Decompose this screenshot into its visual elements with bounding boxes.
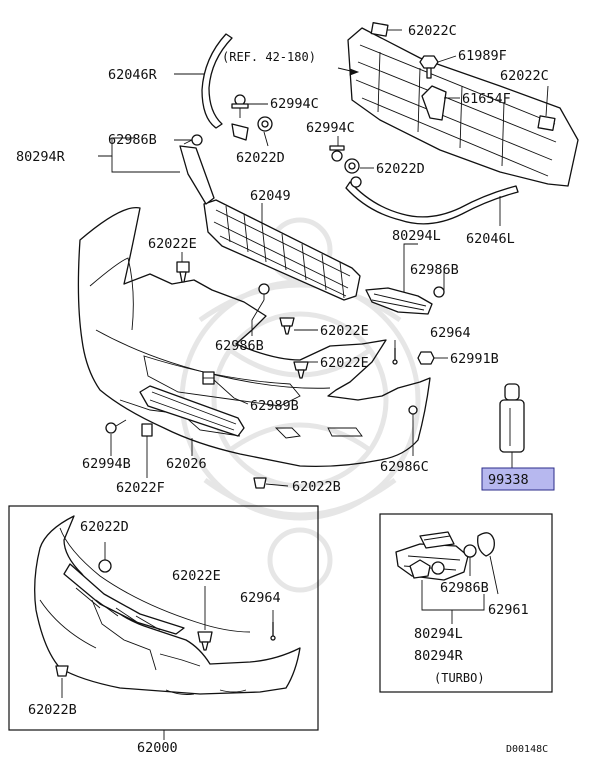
label-62049: 62049 — [250, 188, 291, 204]
screw-62986B-c — [258, 283, 270, 300]
leader-lines — [98, 29, 549, 487]
label-62994B: 62994B — [82, 456, 131, 472]
touch-up-paint-99338 — [499, 383, 525, 453]
trim-strip-62046L — [345, 181, 519, 225]
bracket-62046R — [231, 123, 249, 141]
label-80294R-b: 80294R — [414, 648, 464, 664]
label-62022B-b: 62022B — [28, 702, 77, 718]
label-62022E-d: 62022E — [172, 568, 221, 584]
clip-62022E-c — [293, 361, 309, 379]
label-80294L: 80294L — [392, 228, 441, 244]
label-62022D-b: 62022D — [376, 161, 425, 177]
clip-62022E-a — [176, 261, 190, 283]
label-80294L-b: 80294L — [414, 626, 463, 642]
label-61989F: 61989F — [458, 48, 507, 64]
clip-62022F — [141, 423, 153, 437]
clip-62022E-b — [279, 317, 295, 335]
label-62964-a: 62964 — [430, 325, 471, 341]
label-62022C-top: 62022C — [408, 23, 457, 39]
clip-62022D-b — [344, 158, 360, 174]
screw-62986B-b — [433, 286, 445, 298]
screw-62986C — [408, 405, 418, 424]
label-ref-42-180: (REF. 42-180) — [222, 50, 316, 64]
label-62022E-a: 62022E — [148, 236, 197, 252]
label-80294R: 80294R — [16, 149, 66, 165]
screw-62994C-b — [329, 145, 345, 162]
part-labels: 62022C (REF. 42-180) 61989F 62046R 62022… — [16, 23, 555, 756]
label-62022B-a: 62022B — [292, 479, 341, 495]
label-99338: 99338 — [488, 472, 529, 488]
label-62022E-b: 62022E — [320, 323, 369, 339]
turbo-gasket-62961 — [477, 532, 499, 595]
inset-clip-62022B — [55, 665, 69, 698]
label-62986B-a: 62986B — [108, 132, 157, 148]
label-62964-b: 62964 — [240, 590, 281, 606]
label-62022D-c: 62022D — [80, 519, 129, 535]
label-62994C-b: 62994C — [306, 120, 355, 136]
inset-clip-62022E — [197, 586, 213, 651]
trim-end-62046L — [350, 176, 362, 188]
label-62046L: 62046L — [466, 231, 515, 247]
reinforcement-61654F — [347, 27, 579, 187]
label-62986B-b: 62986B — [410, 262, 459, 278]
bumper-assembly-62000 — [34, 515, 301, 695]
label-62022D-a: 62022D — [236, 150, 285, 166]
inset-pin-62964 — [270, 610, 276, 641]
label-62994C-a: 62994C — [270, 96, 319, 112]
trim-strip-62046R — [201, 33, 233, 129]
bolt-61989F — [419, 55, 439, 79]
figure-code: D00148C — [506, 744, 548, 755]
label-62986C: 62986C — [380, 459, 429, 475]
clip-62022C-top — [370, 22, 389, 37]
label-62026: 62026 — [166, 456, 207, 472]
grille-62049 — [203, 199, 361, 301]
clip-62022C-right — [537, 115, 556, 131]
label-62022F: 62022F — [116, 480, 165, 496]
lower-grille-62026-slats — [149, 391, 237, 431]
label-62961: 62961 — [488, 602, 529, 618]
fog-cover-80294L — [365, 287, 433, 315]
bracket-62989B — [202, 371, 215, 385]
turbo-screw-62986B — [463, 544, 477, 576]
inset-clip-62022D — [98, 542, 112, 573]
screw-62994B — [105, 419, 127, 434]
label-61654F: 61654F — [462, 91, 511, 107]
label-62046R: 62046R — [108, 67, 158, 83]
grille-side-80294R — [179, 145, 215, 205]
pin-62964-a — [392, 348, 398, 365]
label-62000: 62000 — [137, 740, 178, 756]
bumper-cover-main — [77, 206, 431, 468]
label-62022C-right: 62022C — [500, 68, 549, 84]
nut-62991B — [417, 351, 435, 365]
inset-box-bumper-assembly — [8, 505, 319, 731]
label-62989B: 62989B — [250, 398, 299, 414]
screw-62994C-a — [231, 94, 249, 118]
label-62986B-c: 62986B — [215, 338, 264, 354]
lower-grille-62026 — [139, 385, 245, 437]
label-62986B-d: 62986B — [440, 580, 489, 596]
highlight-99338 — [481, 467, 555, 491]
label-62022E-c: 62022E — [320, 355, 369, 371]
turbo-80294-bracket — [421, 580, 485, 611]
label-62991B: 62991B — [450, 351, 499, 367]
clip-62022D-a — [257, 116, 273, 132]
turbo-fog-cover — [395, 531, 469, 581]
label-turbo: (TURBO) — [434, 671, 485, 685]
inset-box-turbo — [379, 513, 553, 693]
clip-62022B-a — [253, 477, 267, 489]
